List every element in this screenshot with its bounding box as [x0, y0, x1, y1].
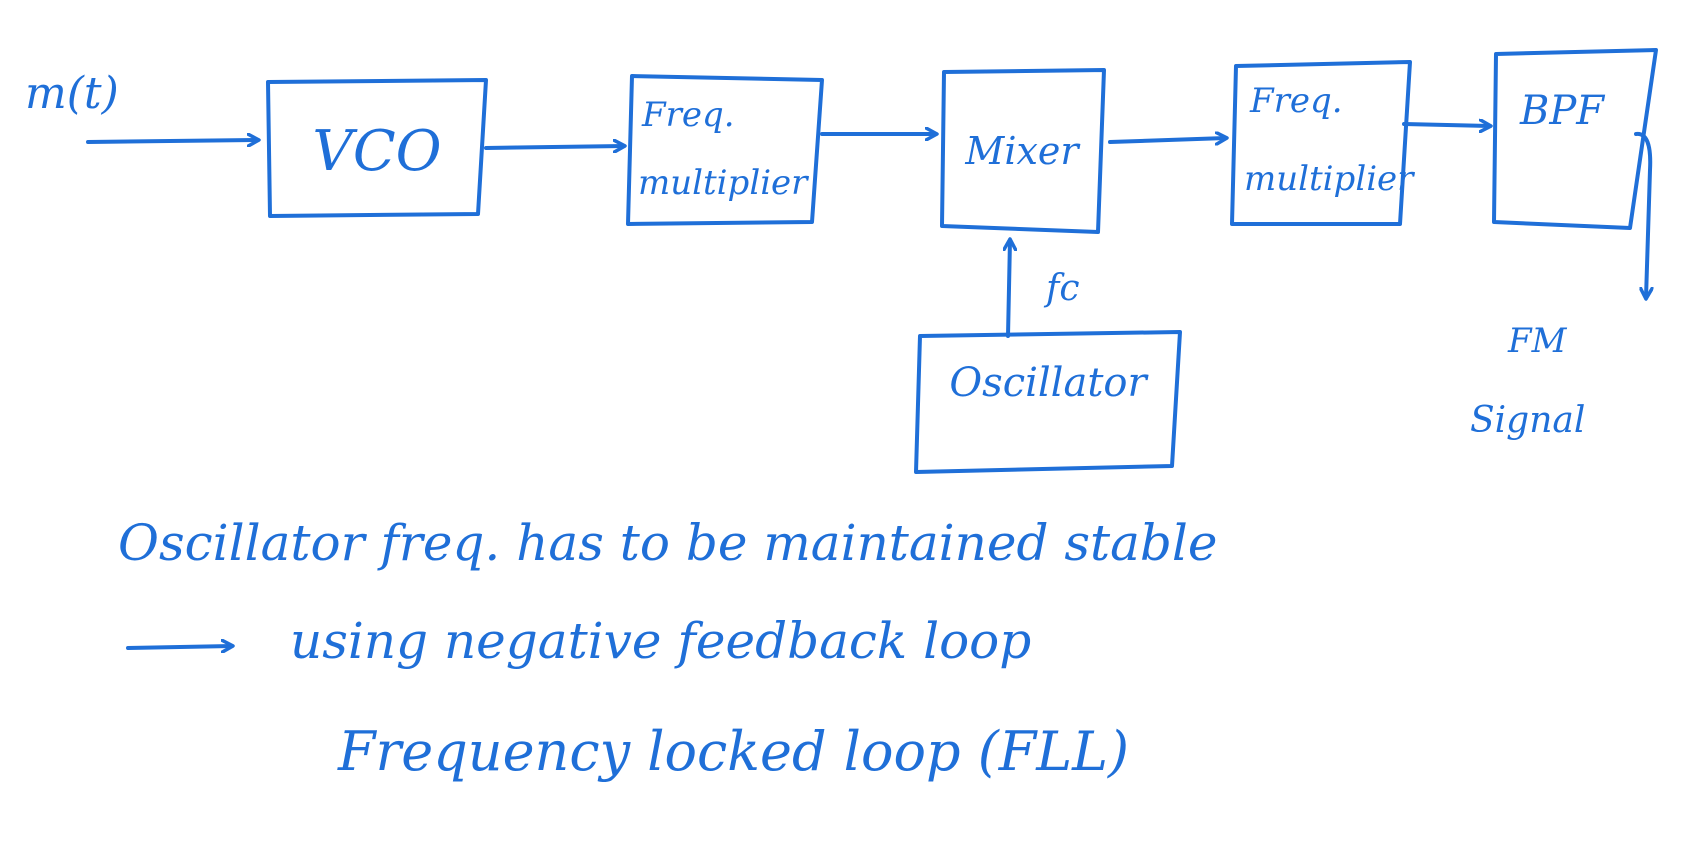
- vco-block: VCO: [266, 78, 488, 218]
- output-label-line2: Signal: [1470, 400, 1585, 441]
- bpf-block: BPF: [1492, 48, 1658, 230]
- note-line-3: Frequency locked loop (FLL): [337, 720, 1129, 783]
- fc-label: fc: [1043, 268, 1080, 309]
- arrow-oscillator-to-mixer: [1008, 240, 1010, 338]
- bpf-label: BPF: [1519, 88, 1605, 134]
- note-line-1: Oscillator freq. has to be maintained st…: [118, 514, 1218, 572]
- freq-multiplier-2-label-line2: multiplier: [1244, 159, 1415, 199]
- vco-label: VCO: [312, 119, 441, 184]
- note-line-2: using negative feedback loop: [290, 612, 1031, 670]
- oscillator-block: Oscillator: [914, 330, 1182, 474]
- freq-multiplier-1-label-line1: Freq.: [641, 95, 735, 135]
- freq-multiplier-1-block: Freq. multiplier: [626, 74, 824, 226]
- output-arrow: [1634, 131, 1650, 298]
- mixer-label: Mixer: [964, 129, 1081, 173]
- input-arrow: [86, 140, 258, 142]
- arrow-multiplier-to-bpf: [1402, 124, 1490, 126]
- freq-multiplier-2-label-line1: Freq.: [1249, 81, 1343, 121]
- mixer-block: Mixer: [940, 68, 1106, 234]
- freq-multiplier-2-block: Freq. multiplier: [1230, 60, 1415, 226]
- freq-multiplier-1-label-line2: multiplier: [638, 163, 809, 203]
- oscillator-label: Oscillator: [949, 360, 1149, 406]
- input-label: m(t): [25, 68, 119, 119]
- note-arrow: [126, 646, 232, 648]
- arrow-mixer-to-multiplier: [1108, 138, 1226, 142]
- arrow-vco-to-multiplier: [484, 146, 624, 148]
- output-label-line1: FM: [1507, 321, 1568, 361]
